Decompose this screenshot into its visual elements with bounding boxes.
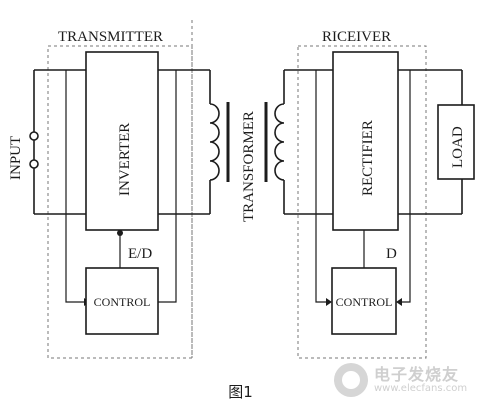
- inverter-block[interactable]: [85, 51, 159, 231]
- load-label: LOAD: [450, 126, 466, 168]
- rx-control-label: CONTROL: [336, 295, 393, 309]
- watermark-text: 电子发烧友 www.elecfans.com: [374, 366, 467, 395]
- rectifier-label: RECTIFIER: [360, 120, 376, 196]
- tx-control-block[interactable]: [85, 267, 159, 335]
- input-terminal-bottom[interactable]: [29, 159, 39, 169]
- tx-right-feedback-line: [158, 214, 177, 303]
- wireless-power-block-diagram: TRANSMITTER RICEIVER INPUT INVERTER TRAN…: [8, 20, 475, 359]
- secondary-coil-icon: [274, 103, 285, 181]
- input-terminal-top[interactable]: [29, 131, 39, 141]
- inverter-label: INVERTER: [117, 123, 133, 196]
- tx-left-feedback-line: [65, 214, 84, 303]
- transformer-label: TRANSFORMER: [241, 111, 257, 222]
- site-watermark: 电子发烧友 www.elecfans.com: [334, 358, 474, 402]
- transmitter-title: TRANSMITTER: [58, 29, 163, 45]
- d-signal-label: D: [386, 246, 397, 262]
- ed-signal-label: E/D: [128, 246, 152, 262]
- watermark-url: www.elecfans.com: [374, 383, 468, 395]
- primary-coil-icon: [209, 103, 220, 181]
- load-block[interactable]: [437, 104, 475, 180]
- ed-junction-dot: [117, 230, 123, 236]
- rx-right-feedback-line: [402, 214, 411, 303]
- watermark-name: 电子发烧友: [374, 364, 460, 384]
- rectifier-block[interactable]: [332, 51, 399, 231]
- rx-control-block[interactable]: [331, 267, 397, 335]
- receiver-region: [297, 45, 427, 359]
- receiver-title: RICEIVER: [322, 29, 391, 45]
- watermark-logo-icon: [334, 363, 368, 397]
- rx-right-arrow-icon: [396, 298, 402, 306]
- rx-left-arrow-icon: [326, 298, 332, 306]
- input-label: INPUT: [8, 136, 24, 180]
- rx-left-feedback-line: [315, 214, 326, 303]
- tx-control-label: CONTROL: [94, 295, 151, 309]
- figure-caption: 图1: [228, 383, 253, 401]
